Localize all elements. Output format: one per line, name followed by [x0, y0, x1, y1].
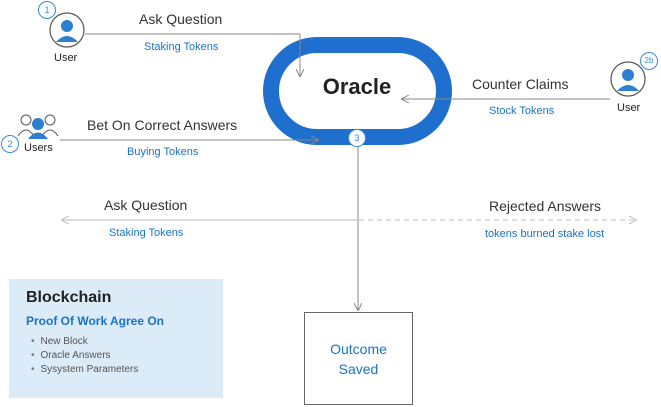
- users-label: Users: [24, 142, 53, 154]
- oracle-label: Oracle: [322, 74, 392, 99]
- bet-label: Bet On Correct Answers: [87, 117, 238, 133]
- blockchain-subtitle: Proof Of Work Agree On: [26, 314, 165, 328]
- badge-1: 1: [38, 1, 56, 19]
- rejected-answers-label: Rejected Answers: [489, 198, 602, 214]
- stock-tokens-label: Stock Tokens: [489, 105, 555, 117]
- user-icon: [49, 12, 85, 48]
- user-icon-right: [610, 61, 646, 97]
- counter-claims-label: Counter Claims: [472, 76, 569, 92]
- badge-2b: 2b: [640, 52, 658, 70]
- blockchain-list: New Block Oracle Answers Sysystem Parame…: [31, 335, 139, 377]
- blockchain-title: Blockchain: [26, 289, 112, 306]
- lower-ask-question-label: Ask Question: [104, 197, 188, 213]
- staking-tokens-label: Staking Tokens: [144, 41, 219, 53]
- users-group-icon: [17, 114, 59, 139]
- buying-tokens-label: Buying Tokens: [127, 146, 199, 158]
- badge-2: 2: [1, 135, 19, 153]
- list-item: Sysystem Parameters: [31, 363, 139, 377]
- tokens-burned-label: tokens burned stake lost: [485, 228, 605, 240]
- badge-3: 3: [348, 129, 366, 147]
- user-label: User: [54, 52, 78, 64]
- lower-staking-tokens-label: Staking Tokens: [109, 227, 184, 239]
- user-label-right: User: [617, 102, 641, 114]
- outcome-box: Outcome Saved: [304, 312, 413, 405]
- list-item: Oracle Answers: [31, 349, 138, 363]
- ask-question-arrow: [85, 33, 300, 76]
- list-item: New Block: [31, 335, 138, 349]
- outcome-label: Outcome Saved: [330, 341, 387, 377]
- ask-question-label: Ask Question: [139, 11, 223, 27]
- blockchain-panel: Blockchain Proof Of Work Agree On New Bl…: [9, 279, 223, 398]
